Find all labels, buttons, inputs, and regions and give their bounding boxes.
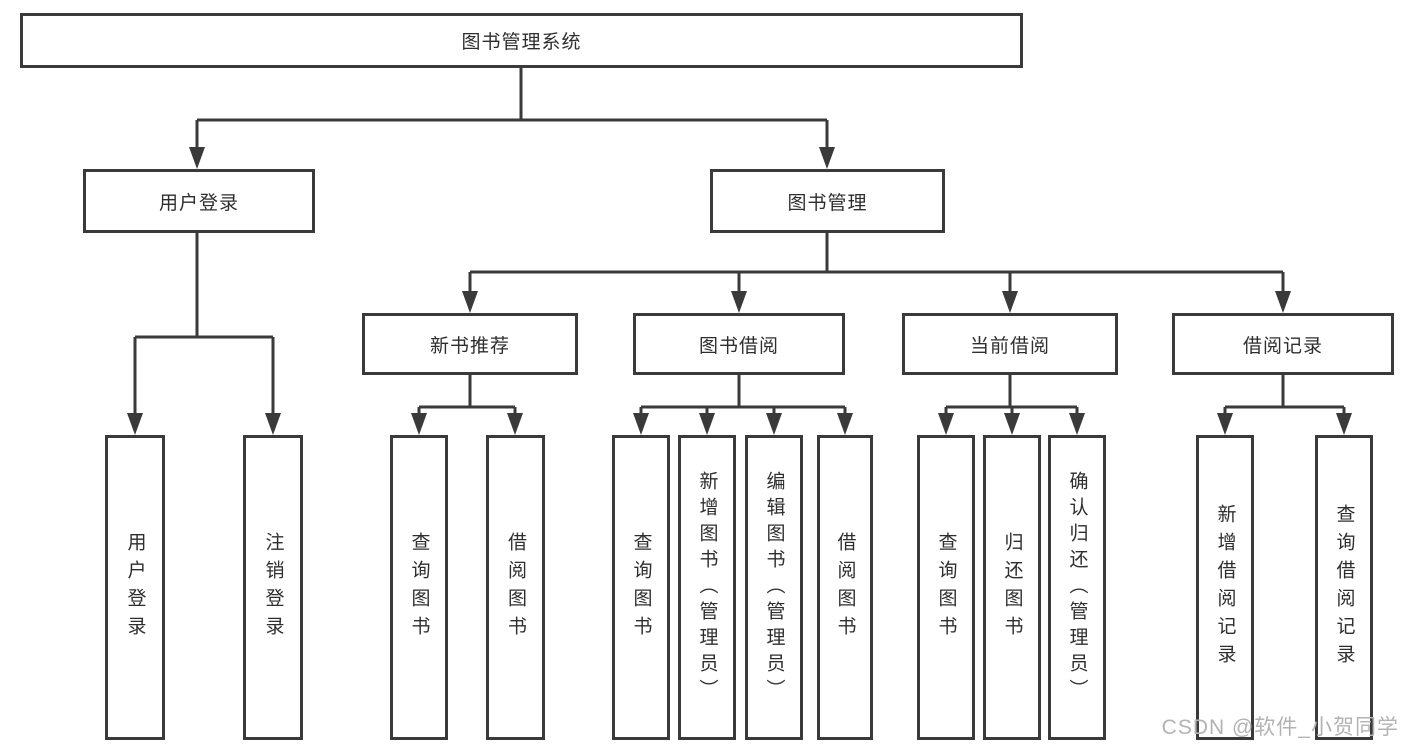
leaf-query-books-recommend: 查询图书	[390, 435, 448, 740]
leaf-user-login-label: 用户登录	[124, 531, 146, 644]
leaf-add-borrow-record-label: 新增借阅记录	[1214, 503, 1236, 672]
leaf-borrow-books-borrow-label: 借阅图书	[834, 531, 856, 644]
node-user-login-label: 用户登录	[158, 192, 239, 214]
leaf-add-books-admin: 新增图书（管理员）	[678, 435, 736, 740]
node-current-borrowing: 当前借阅	[902, 313, 1118, 375]
leaf-borrow-books-recommend-label: 借阅图书	[505, 531, 526, 644]
node-borrowing-records-label: 借阅记录	[1242, 335, 1323, 357]
leaf-edit-books-admin: 编辑图书（管理员）	[745, 435, 803, 740]
leaf-return-books: 归还图书	[983, 435, 1041, 740]
leaf-borrow-books-borrow: 借阅图书	[817, 435, 873, 740]
node-book-management: 图书管理	[710, 169, 945, 233]
node-new-book-recommendation: 新书推荐	[362, 313, 578, 375]
leaf-add-borrow-record: 新增借阅记录	[1196, 435, 1254, 740]
leaf-query-borrow-record-label: 查询借阅记录	[1333, 503, 1355, 672]
leaf-query-books-recommend-label: 查询图书	[408, 531, 430, 644]
leaf-query-books-current-label: 查询图书	[935, 531, 957, 644]
node-new-book-recommendation-label: 新书推荐	[429, 335, 510, 357]
leaf-user-login: 用户登录	[105, 435, 165, 740]
node-user-login: 用户登录	[83, 169, 315, 233]
leaf-logout-label: 注销登录	[262, 531, 284, 644]
node-book-borrowing-label: 图书借阅	[698, 335, 779, 357]
leaf-confirm-return-admin-label: 确认归还（管理员）	[1066, 470, 1088, 705]
node-borrowing-records: 借阅记录	[1172, 313, 1394, 375]
leaf-query-books-borrow-label: 查询图书	[630, 531, 652, 644]
leaf-borrow-books-recommend: 借阅图书	[486, 435, 545, 740]
leaf-query-borrow-record: 查询借阅记录	[1315, 435, 1373, 740]
watermark-text: CSDN @软件_小贺同学	[1161, 716, 1399, 739]
leaf-add-books-admin-label: 新增图书（管理员）	[696, 470, 718, 705]
node-book-management-label: 图书管理	[787, 192, 868, 214]
leaf-logout: 注销登录	[243, 435, 303, 740]
leaf-query-books-current: 查询图书	[917, 435, 975, 740]
node-book-borrowing: 图书借阅	[633, 313, 845, 375]
node-root-system: 图书管理系统	[20, 13, 1023, 68]
node-root-label: 图书管理系统	[461, 32, 582, 53]
leaf-edit-books-admin-label: 编辑图书（管理员）	[763, 470, 785, 705]
leaf-confirm-return-admin: 确认归还（管理员）	[1048, 435, 1106, 740]
leaf-return-books-label: 归还图书	[1001, 531, 1023, 644]
leaf-query-books-borrow: 查询图书	[612, 435, 670, 740]
arrowhead-icons	[127, 147, 1352, 435]
node-current-borrowing-label: 当前借阅	[969, 335, 1050, 357]
